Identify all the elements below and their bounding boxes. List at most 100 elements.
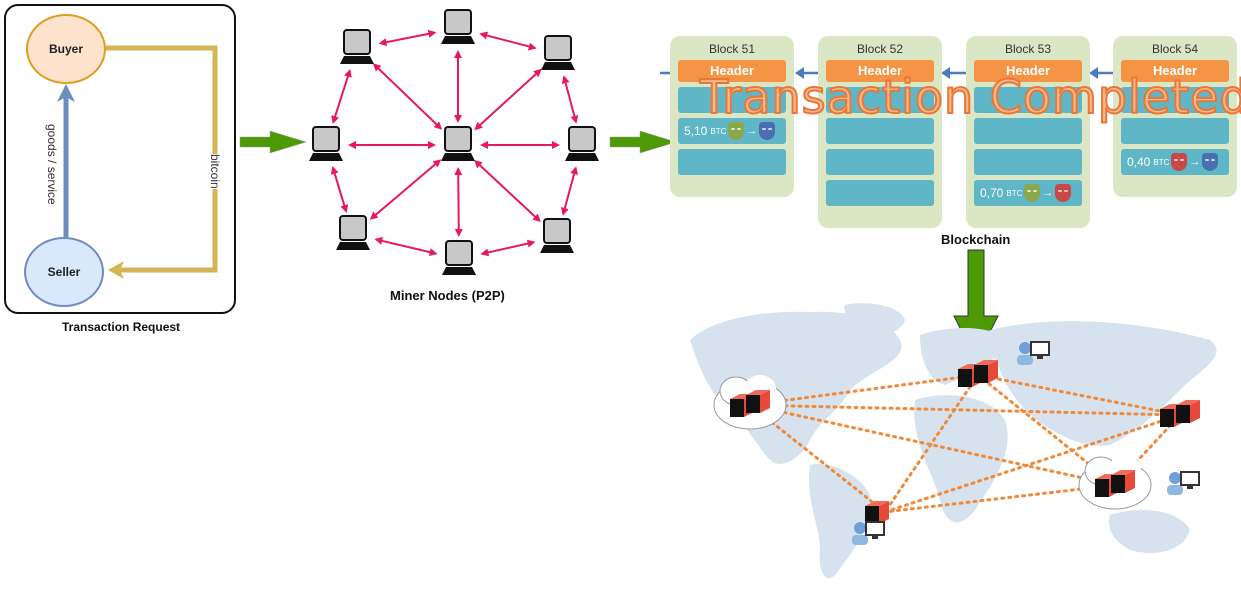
server-cube-icon (865, 501, 889, 524)
blockchain-caption: Blockchain (941, 232, 1011, 247)
map-link (883, 413, 1182, 514)
block-row (826, 180, 934, 206)
server-node (865, 501, 889, 524)
greenland (844, 303, 905, 336)
p2p-link (378, 29, 437, 47)
block-row (1121, 118, 1229, 144)
arrow-right-icon: → (1042, 187, 1054, 199)
block-row (826, 118, 934, 144)
p2p-link (330, 166, 349, 213)
p2p-link (479, 31, 537, 51)
map-link (748, 403, 1182, 417)
server-node (1160, 400, 1200, 427)
p2p-link (474, 68, 542, 131)
laptop-icon (442, 240, 476, 275)
p2p-link (561, 166, 578, 216)
tx-amount: 5,10 (684, 124, 708, 138)
laptop-icon (340, 29, 374, 64)
server-cube-icon (1095, 470, 1135, 497)
block-row (974, 118, 1082, 144)
flow-arrow-to-miners (239, 130, 307, 154)
goods-arrowhead (57, 84, 75, 102)
cloud-server-node (1078, 455, 1152, 510)
map-link (748, 403, 1117, 487)
block-title: Block 53 (1004, 42, 1052, 56)
block-header: Header (826, 60, 934, 82)
arrow-right-icon: → (746, 125, 758, 137)
map-link (883, 373, 980, 514)
bitcoin-arrowhead (108, 261, 124, 279)
flow-arrow-to-blockchain (609, 130, 677, 154)
asia (990, 321, 1217, 446)
block-row (678, 87, 786, 113)
receiver-mask-icon (759, 122, 776, 140)
laptop-icon (441, 126, 475, 161)
block-row (826, 149, 934, 175)
server-cube-icon (730, 390, 770, 417)
tx-unit: BTC (1153, 157, 1170, 167)
laptop-icon (540, 218, 574, 253)
tx-amount: 0,70 (980, 186, 1004, 200)
block-header: Header (678, 60, 786, 82)
laptop-icon (336, 215, 370, 250)
map-link (976, 373, 1182, 417)
receiver-mask-icon (1202, 153, 1219, 171)
p2p-link (474, 159, 541, 223)
buyer-label: Buyer (48, 42, 83, 56)
server-cube-icon (958, 360, 998, 387)
p2p-link (331, 68, 352, 125)
seller-label: Seller (47, 265, 81, 279)
cloud-server-node (713, 375, 787, 430)
sender-mask-icon (1024, 184, 1041, 202)
block-row (1121, 87, 1229, 113)
block-title: Block 54 (1151, 42, 1199, 56)
p2p-link (372, 63, 443, 130)
south-america (808, 464, 871, 579)
miner-network (309, 9, 599, 275)
block-row (974, 149, 1082, 175)
p2p-link (374, 236, 438, 257)
p2p-link (454, 166, 463, 238)
europe (920, 328, 1010, 385)
buyer-node: Buyer (26, 14, 106, 84)
world-map-continents (690, 303, 1217, 579)
africa (914, 395, 1008, 523)
map-link (748, 373, 980, 407)
arrow-right-icon: → (1189, 156, 1201, 168)
world-map (690, 303, 1217, 579)
transaction-request-panel (4, 4, 236, 314)
receiver-mask-icon (1055, 184, 1072, 202)
laptop-icon (565, 126, 599, 161)
block-52: Block 52 Header (818, 36, 942, 228)
north-america (690, 311, 902, 464)
p2p-link (369, 159, 442, 220)
tx-unit: BTC (710, 126, 727, 136)
block-header: Header (1121, 60, 1229, 82)
laptop-icon (541, 35, 575, 70)
block-row (826, 87, 934, 113)
block-header: Header (974, 60, 1082, 82)
block-title: Block 52 (856, 42, 904, 56)
sender-mask-icon (1171, 153, 1188, 171)
block-title: Block 51 (708, 42, 756, 56)
p2p-link (561, 75, 579, 124)
block-row (974, 87, 1082, 113)
miner-nodes-caption: Miner Nodes (P2P) (390, 288, 505, 303)
user-computer-icon (1017, 341, 1050, 365)
transaction-completed-overlay: Transaction Completed (699, 70, 1241, 124)
laptop-icon (441, 9, 475, 44)
user-computer-icon (852, 521, 885, 545)
server-cube-icon (1160, 400, 1200, 427)
seller-node: Seller (24, 237, 104, 307)
tx-amount: 0,40 (1127, 155, 1151, 169)
laptop-icon (309, 126, 343, 161)
p2p-link (480, 239, 536, 257)
block-row (678, 149, 786, 175)
server-node (958, 360, 998, 387)
